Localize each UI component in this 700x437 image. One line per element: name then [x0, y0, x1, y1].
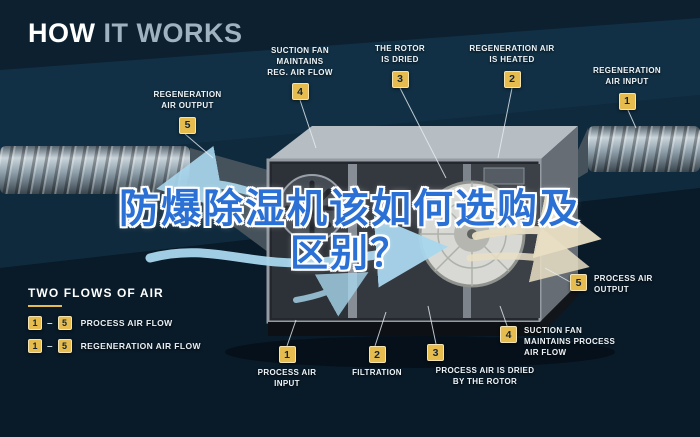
headline-line2: 区别？ [289, 233, 410, 275]
callout-reg-air-input: REGENERATION AIR INPUT 1 [572, 66, 682, 110]
step-badge: 3 [427, 344, 444, 361]
step-badge: 4 [500, 326, 517, 343]
legend-label: REGENERATION AIR FLOW [80, 341, 201, 351]
page-title-how: HOW [28, 18, 96, 48]
process-air-flow-arrows [145, 215, 448, 317]
step-badge: 1 [28, 316, 42, 330]
callout-filtration: 2 FILTRATION [332, 346, 422, 379]
callout-process-air-output: 5 PROCESS AIR OUTPUT [570, 274, 695, 296]
step-badge: 2 [503, 70, 521, 88]
step-badge: 5 [57, 316, 72, 330]
callout-reg-air-heated: REGENERATION AIR IS HEATED 2 [452, 44, 572, 88]
callout-label: REGENERATION AIR OUTPUT [153, 90, 222, 110]
callout-label: SUCTION FAN MAINTAINS PROCESS AIR FLOW [524, 326, 616, 357]
callout-suction-fan-reg: SUCTION FAN MAINTAINS REG. AIR FLOW 4 [240, 46, 360, 101]
legend-accent-bar [28, 305, 62, 307]
headline-line1: 防爆除湿机该如何选购及 [119, 187, 581, 231]
machine-shadow [225, 336, 615, 368]
step-badge: 1 [618, 92, 636, 110]
regeneration-air-flow-arrows [156, 145, 602, 283]
callout-label: PROCESS AIR OUTPUT [594, 274, 653, 294]
callout-process-air-dried: 3 PROCESS AIR IS DRIED BY THE ROTOR [405, 344, 565, 388]
callout-suction-fan-process: 4 SUCTION FAN MAINTAINS PROCESS AIR FLOW [500, 326, 650, 358]
step-badge: 5 [57, 339, 72, 353]
callout-label: PROCESS AIR INPUT [257, 368, 317, 388]
fan [278, 174, 346, 242]
callout-process-air-input: 1 PROCESS AIR INPUT [232, 346, 342, 390]
range-dash: – [47, 317, 53, 329]
callout-label: SUCTION FAN MAINTAINS REG. AIR FLOW [267, 46, 333, 77]
range-dash: – [47, 340, 53, 352]
step-badge: 1 [28, 339, 42, 353]
callout-rotor-is-dried: THE ROTOR IS DRIED 3 [350, 44, 450, 88]
callout-label: REGENERATION AIR INPUT [592, 66, 662, 86]
left-duct [0, 146, 268, 252]
step-badge: 5 [179, 116, 196, 134]
step-badge: 3 [391, 70, 409, 88]
callout-label: PROCESS AIR IS DRIED BY THE ROTOR [435, 366, 535, 386]
callout-regeneration-air-output: REGENERATION AIR OUTPUT 5 [130, 90, 245, 134]
connector-lines [184, 87, 637, 347]
legend-heading: TWO FLOWS OF AIR [28, 286, 164, 300]
callout-label: FILTRATION [352, 368, 402, 377]
callout-label: REGENERATION AIR IS HEATED [469, 44, 555, 64]
legend-row-regeneration: 1 – 5 REGENERATION AIR FLOW [28, 339, 201, 353]
callout-label: THE ROTOR IS DRIED [374, 44, 426, 64]
step-badge: 4 [291, 83, 309, 101]
legend-label: PROCESS AIR FLOW [80, 318, 173, 328]
right-duct [578, 126, 700, 178]
step-badge: 1 [278, 346, 296, 363]
legend-two-flows: TWO FLOWS OF AIR 1 – 5 PROCESS AIR FLOW … [28, 286, 201, 362]
legend-row-process: 1 – 5 PROCESS AIR FLOW [28, 316, 201, 330]
step-badge: 2 [368, 346, 386, 363]
page-title-it-works: IT WORKS [103, 18, 243, 48]
heater-box [483, 167, 525, 185]
step-badge: 5 [570, 274, 587, 291]
